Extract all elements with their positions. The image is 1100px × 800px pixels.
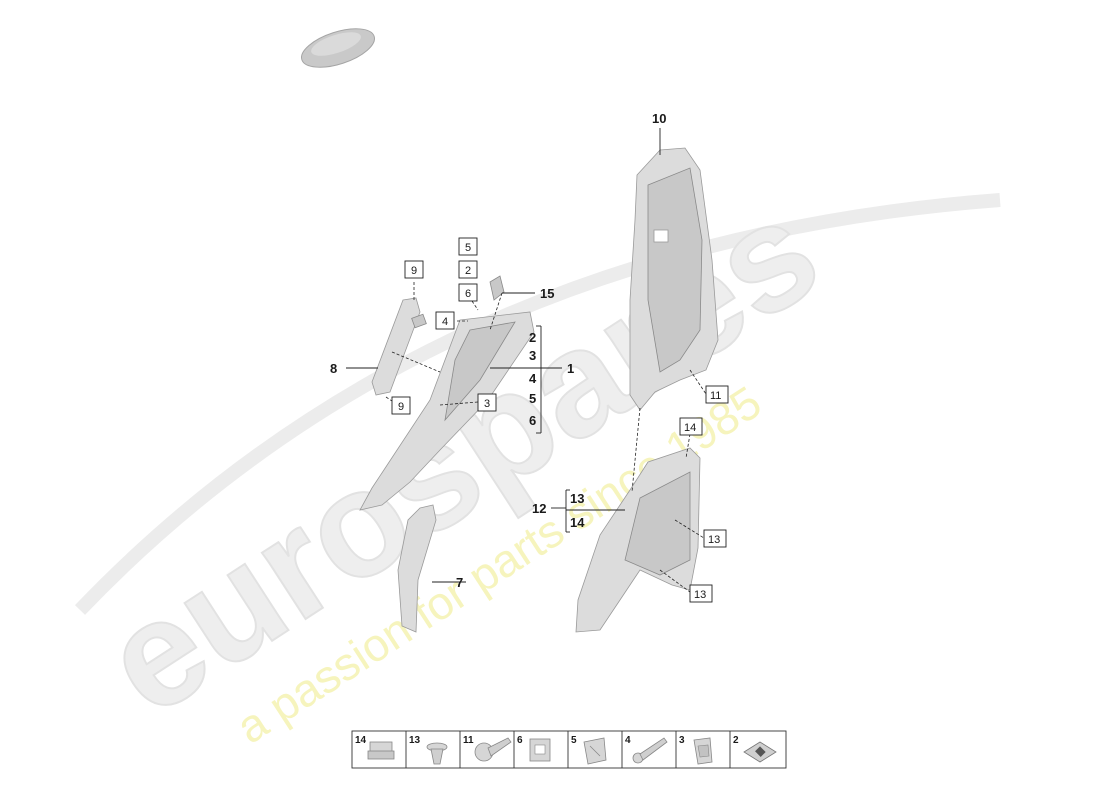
callout-4: 4 [529, 371, 537, 386]
part-10-large-trim [629, 147, 719, 411]
legend-item-13: 13 [409, 735, 448, 765]
screw-rivet-icon [474, 737, 512, 762]
svg-text:14: 14 [355, 735, 367, 746]
boxed-label-13-mid: 13 [703, 529, 727, 548]
callout-12: 12 [532, 501, 546, 516]
part-7-lower-trim [397, 504, 437, 633]
callout-5: 5 [529, 391, 536, 406]
svg-text:5: 5 [465, 242, 471, 254]
callout-13: 13 [570, 491, 584, 506]
svg-text:4: 4 [442, 316, 448, 328]
spring-clip-icon [583, 737, 607, 765]
sheet-clip-icon [693, 737, 713, 765]
legend-item-11: 11 [463, 735, 512, 762]
boxed-label-11: 11 [705, 385, 729, 404]
push-rivet-icon [426, 742, 448, 765]
callout-2: 2 [529, 330, 536, 345]
svg-text:2: 2 [733, 735, 739, 746]
boxed-labels: 9 5 2 6 4 9 3 11 [391, 237, 729, 603]
svg-text:3: 3 [484, 398, 490, 410]
retaining-clip-icon [529, 738, 551, 762]
svg-text:2: 2 [465, 265, 471, 277]
callout-numbers: 1 2 3 4 5 6 7 8 10 12 13 14 15 [330, 111, 666, 590]
part-1-pillar-trim [359, 275, 535, 511]
callout-15: 15 [540, 286, 554, 301]
callout-1: 1 [567, 361, 574, 376]
clip-icon [367, 741, 395, 760]
svg-text:3: 3 [679, 735, 685, 746]
legend-item-14: 14 [355, 735, 395, 760]
boxed-label-4: 4 [435, 311, 455, 330]
svg-text:6: 6 [517, 735, 523, 746]
boxed-label-13-bottom: 13 [689, 584, 713, 603]
boxed-label-3: 3 [477, 393, 497, 412]
svg-text:4: 4 [625, 735, 631, 746]
svg-text:9: 9 [411, 265, 417, 277]
leader-lines [346, 128, 707, 593]
svg-text:6: 6 [465, 288, 471, 300]
svg-text:14: 14 [684, 422, 696, 434]
legend-item-5: 5 [571, 735, 607, 765]
callout-7: 7 [456, 575, 463, 590]
boxed-label-6: 6 [458, 283, 478, 302]
legend-item-2: 2 [733, 735, 777, 763]
boxed-label-9-top: 9 [404, 260, 424, 279]
part-12-lower-trim [575, 447, 701, 633]
legend-item-6: 6 [517, 735, 551, 762]
svg-text:9: 9 [398, 401, 404, 413]
car-silhouette-icon [301, 28, 375, 68]
expanding-rivet-icon [632, 737, 668, 764]
svg-text:13: 13 [708, 534, 720, 546]
boxed-label-5: 5 [458, 237, 478, 256]
callout-8: 8 [330, 361, 337, 376]
fastener-legend: 14 13 11 6 [351, 730, 787, 769]
callout-3: 3 [529, 348, 536, 363]
adhesive-pad-icon [743, 741, 777, 763]
svg-text:13: 13 [694, 589, 706, 601]
boxed-label-9-bottom: 9 [391, 396, 411, 415]
legend-item-3: 3 [679, 735, 713, 765]
boxed-label-2: 2 [458, 260, 478, 279]
svg-text:5: 5 [571, 735, 577, 746]
part-8-trim-strip [371, 297, 427, 396]
callout-10: 10 [652, 111, 666, 126]
callout-14: 14 [570, 515, 585, 530]
callout-6: 6 [529, 413, 536, 428]
svg-text:11: 11 [710, 390, 721, 402]
boxed-label-14: 14 [679, 417, 703, 436]
svg-text:11: 11 [463, 735, 474, 746]
legend-item-4: 4 [625, 735, 668, 764]
watermark: eurospares a passion for parts since 198… [75, 164, 1001, 753]
svg-text:13: 13 [409, 735, 421, 746]
